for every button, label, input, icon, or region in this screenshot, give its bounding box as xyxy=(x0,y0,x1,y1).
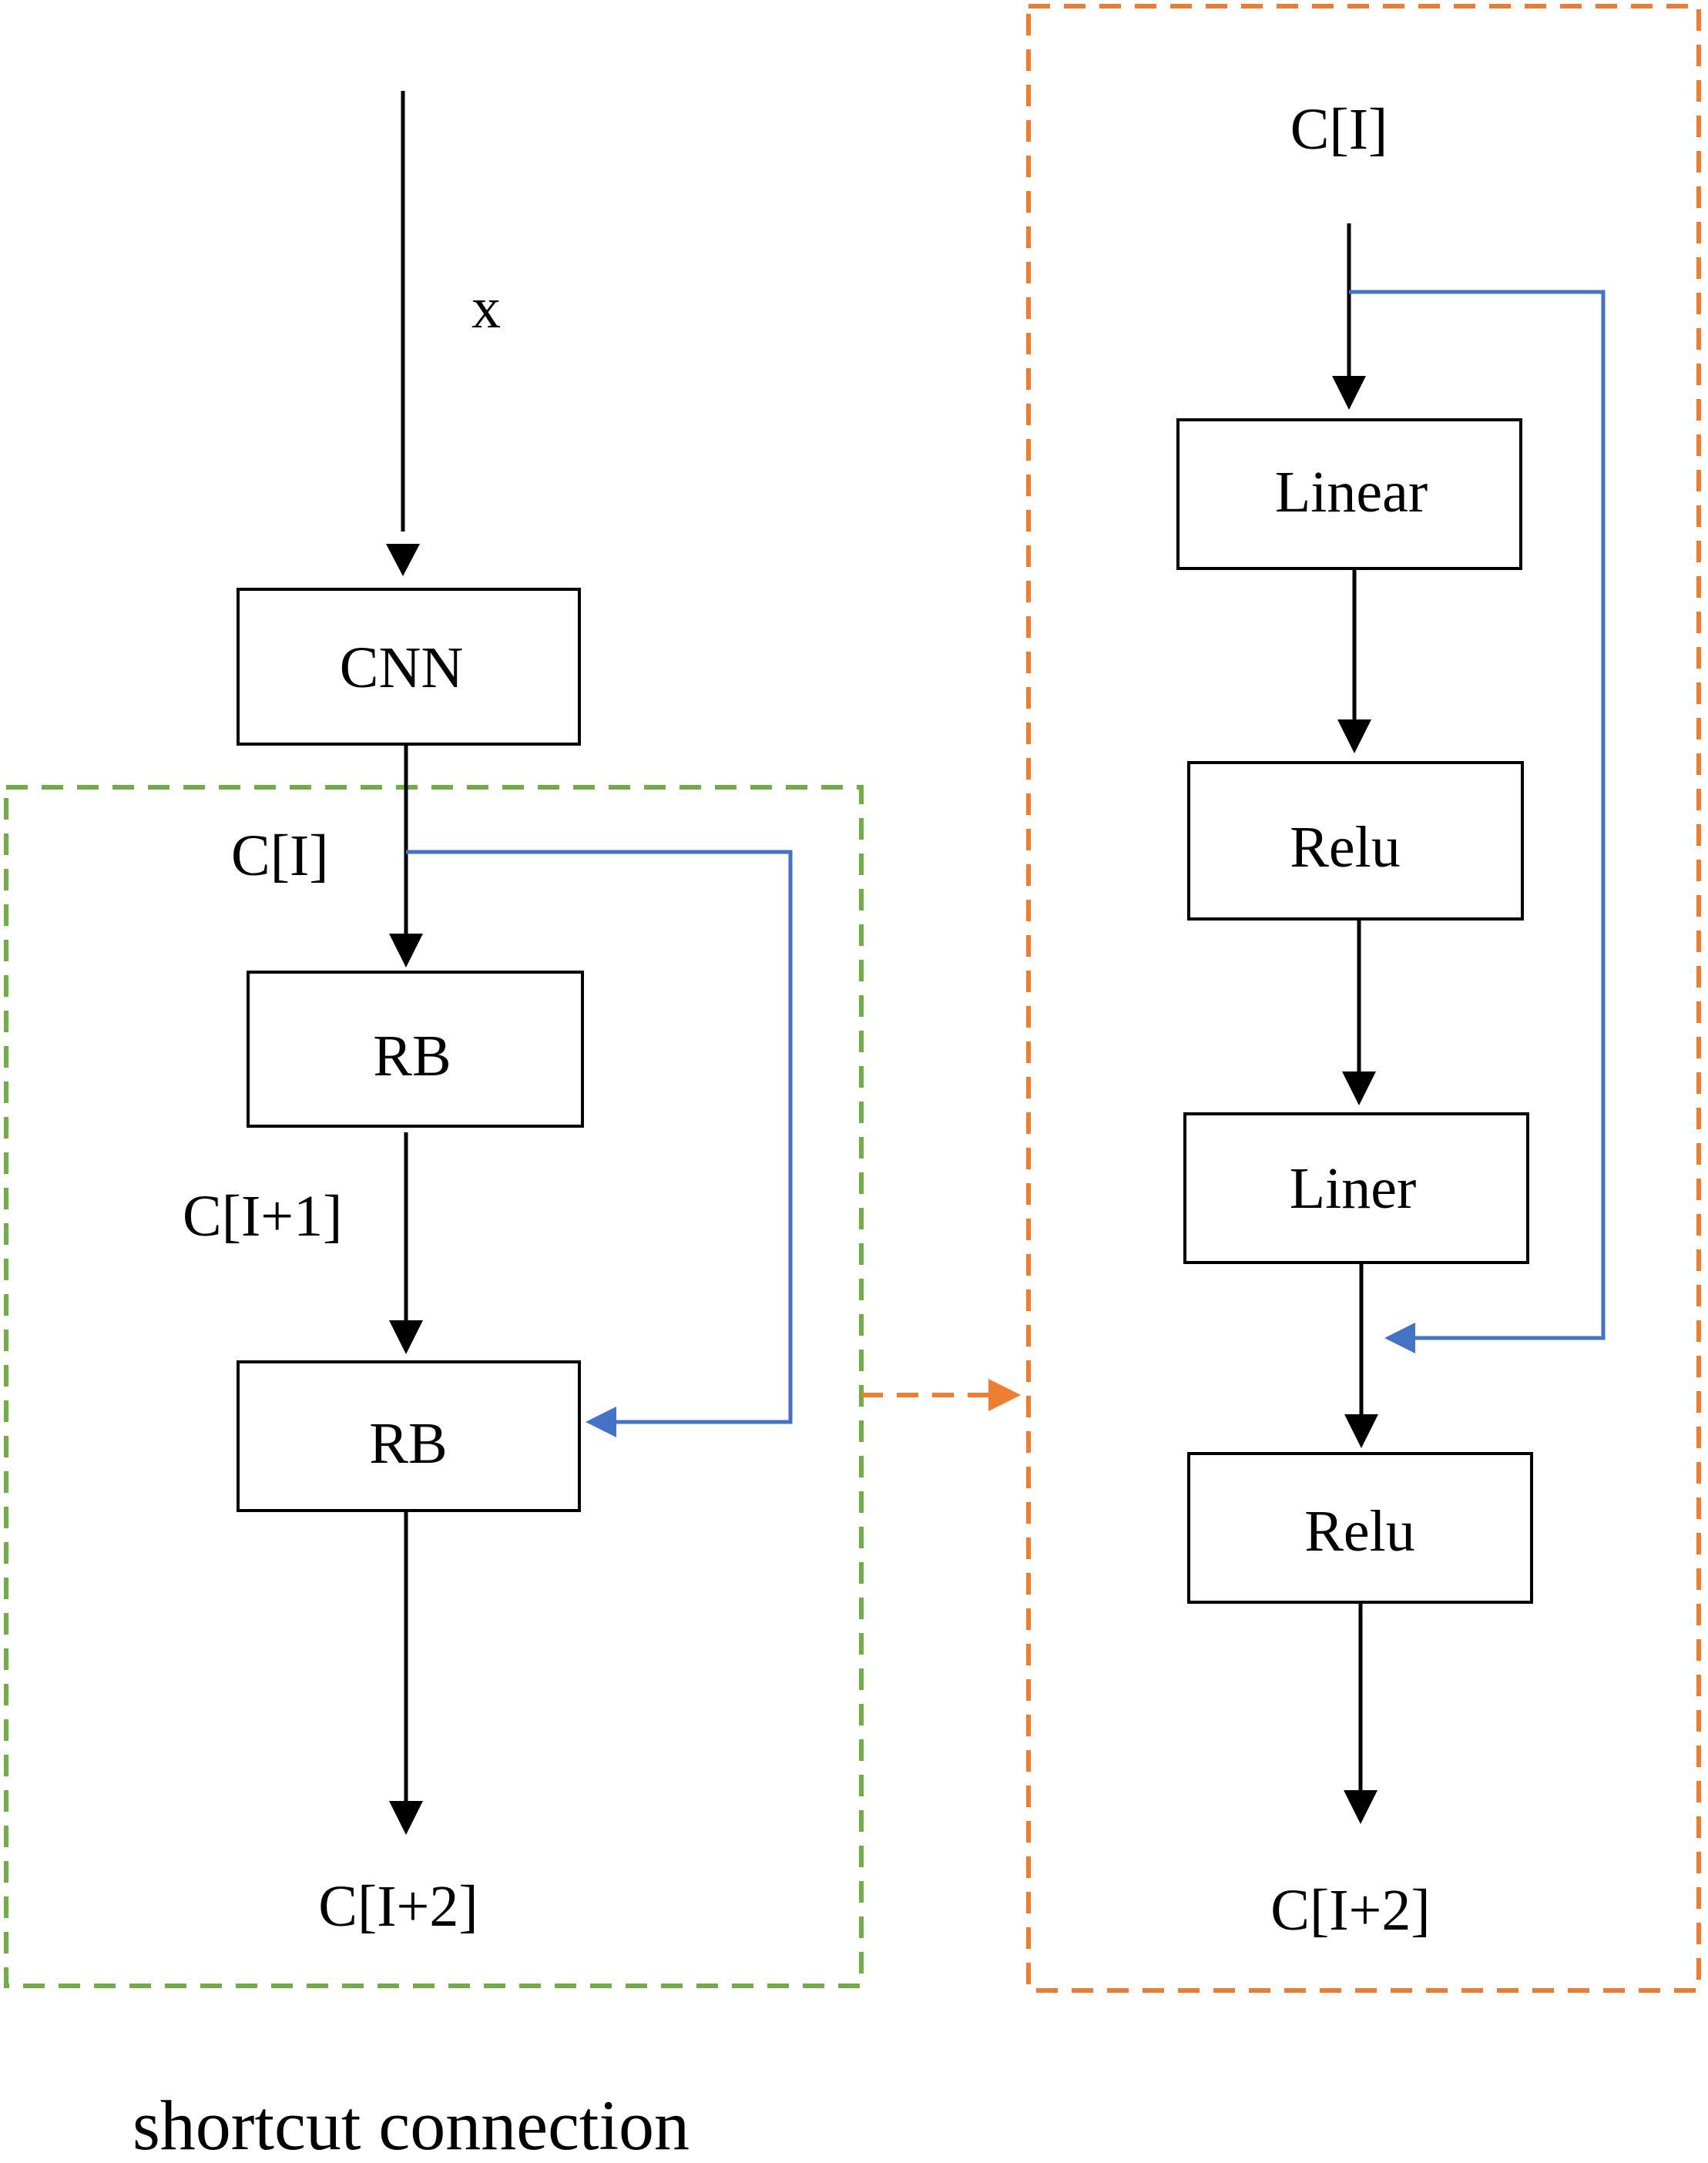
input-label: x xyxy=(471,276,501,340)
liner-box xyxy=(1183,1112,1529,1264)
relu2-box xyxy=(1187,1452,1533,1604)
caption: shortcut connection xyxy=(133,2086,690,2163)
left-shortcut-connection xyxy=(406,850,793,1424)
rb1-box xyxy=(247,971,584,1128)
rb1-label: RB xyxy=(373,1024,451,1088)
rb2-label: RB xyxy=(369,1411,447,1476)
left-c-i-plus-2-label: C[I+2] xyxy=(318,1874,478,1939)
left-c-i-label: C[I] xyxy=(231,823,329,888)
linear-box xyxy=(1176,418,1522,570)
liner-label: Liner xyxy=(1290,1156,1417,1221)
cnn-label: CNN xyxy=(340,635,463,700)
relu2-label: Relu xyxy=(1304,1499,1415,1564)
rb2-box xyxy=(237,1360,581,1512)
relu1-box xyxy=(1187,761,1524,921)
linear-label: Linear xyxy=(1275,460,1428,525)
right-c-i-plus-2-label: C[I+2] xyxy=(1270,1878,1430,1943)
right-c-i-label: C[I] xyxy=(1290,97,1388,162)
relu1-label: Relu xyxy=(1290,815,1401,880)
c-i-plus-1-label: C[I+1] xyxy=(183,1184,342,1249)
right-panel-border xyxy=(1026,4,1701,1993)
right-shortcut-connection xyxy=(1349,290,1606,1340)
left-panel-border xyxy=(4,785,864,1988)
cnn-box xyxy=(237,588,581,746)
